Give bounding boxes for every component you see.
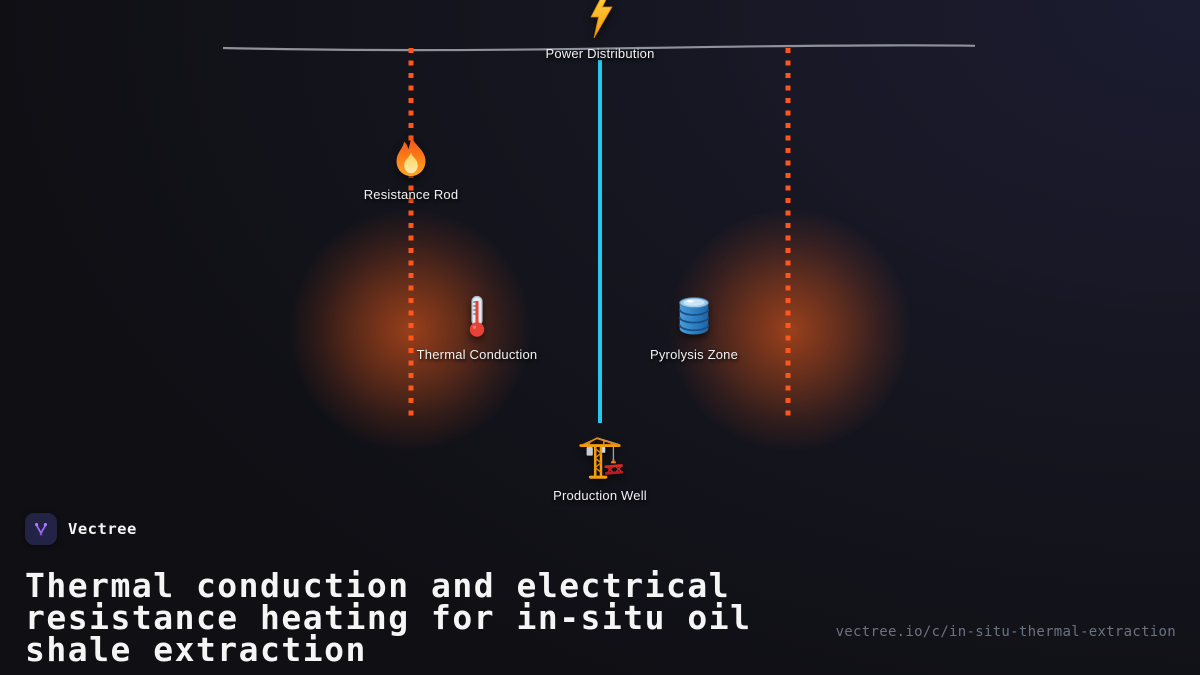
- vectree-logo: [25, 513, 57, 545]
- node-label-production-well: Production Well: [553, 488, 647, 503]
- brand-row: Vectree: [25, 513, 137, 545]
- thermometer-icon: [469, 295, 485, 337]
- node-label-pyrolysis-zone: Pyrolysis Zone: [649, 347, 739, 362]
- oil-barrel-icon: [678, 297, 710, 335]
- page-title: Thermal conduction and electrical resist…: [25, 566, 752, 670]
- crane-icon: [579, 437, 624, 479]
- fire-icon: [396, 133, 426, 177]
- node-label-resistance-rod: Resistance Rod: [363, 187, 459, 202]
- vectree-branch-icon: [35, 523, 47, 536]
- ground-surface-line: [222, 44, 976, 52]
- brand-name: Vectree: [68, 520, 137, 538]
- node-label-thermal-conduction: Thermal Conduction: [416, 347, 538, 362]
- footer-url: vectree.io/c/in-situ-thermal-extraction: [835, 624, 1176, 640]
- lightning-icon: [590, 0, 613, 38]
- node-label-power-distribution: Power Distribution: [545, 46, 655, 61]
